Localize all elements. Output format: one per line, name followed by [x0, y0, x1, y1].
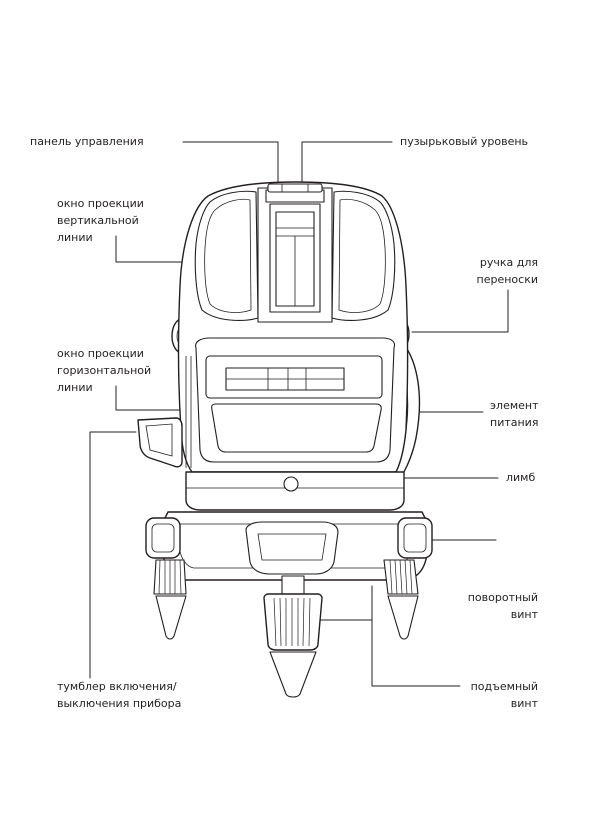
- label-carry-handle: ручка для переноски: [476, 256, 538, 286]
- leader-power-switch: [89, 431, 137, 679]
- label-vertical-window: окно проекции вертикальной линии: [57, 197, 144, 244]
- label-rotating-screw: поворотный винт: [467, 591, 538, 621]
- left-foot-screw: [145, 517, 187, 640]
- label-horizontal-window: окно проекции горизонтальной линии: [57, 347, 152, 394]
- leader-lifting-screw-a: [371, 585, 461, 687]
- label-power-element: элемент питания: [490, 399, 539, 429]
- leader-carry-handle: [411, 289, 509, 333]
- leader-bubble-level: [301, 141, 393, 191]
- power-switch: [137, 417, 183, 468]
- limb-ring: [185, 471, 405, 511]
- right-foot-screw: [383, 517, 433, 640]
- upper-housing: [177, 181, 409, 473]
- label-bubble-level: пузырьковый уровень: [400, 135, 529, 148]
- leader-control-panel: [182, 141, 279, 191]
- label-lifting-screw: подъемный винт: [470, 680, 538, 710]
- center-lifting-screw: [263, 575, 323, 698]
- label-limb: лимб: [506, 471, 536, 484]
- leader-lines: [89, 141, 509, 687]
- label-power-switch: тумблер включения/ выключения прибора: [57, 680, 182, 710]
- label-control-panel: панель управления: [30, 135, 144, 148]
